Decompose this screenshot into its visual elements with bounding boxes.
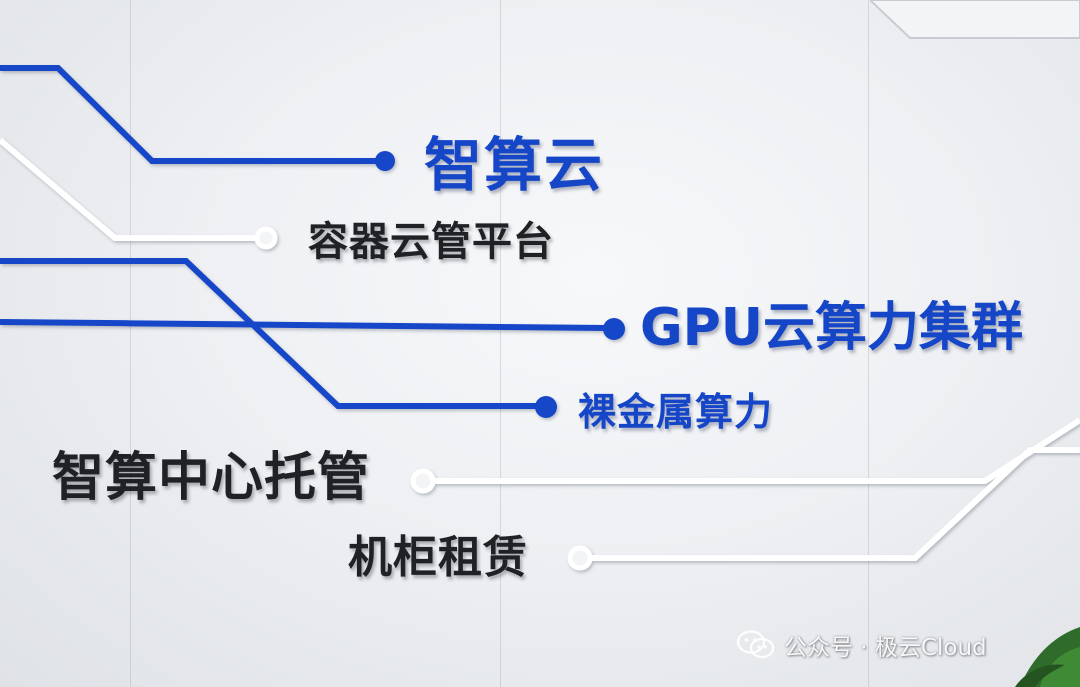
label-container-platform: 容器云管平台 <box>308 219 554 265</box>
label-datacenter-hosting: 智算中心托管 <box>52 448 371 508</box>
wechat-icon <box>736 630 775 659</box>
blue-node-baremetal <box>535 396 557 418</box>
label-compute-cloud: 智算云 <box>424 131 605 199</box>
white-trace-hosting <box>432 417 1080 484</box>
plant-leaves <box>1015 627 1080 687</box>
blue-trace-compute-cloud <box>0 65 378 164</box>
white-trace-cabinet <box>590 447 1080 561</box>
wall-panel-seam <box>130 0 131 687</box>
blue-node-compute-cloud <box>375 151 395 171</box>
watermark-text: 公众号 · 极云Cloud <box>784 635 987 661</box>
blue-node-gpu <box>603 318 625 340</box>
blue-trace-gpu <box>0 319 607 331</box>
white-node-hosting <box>410 468 436 494</box>
label-bare-metal: 裸金属算力 <box>578 390 774 434</box>
white-node-container <box>254 226 278 250</box>
watermark: 公众号 · 极云Cloud <box>736 628 987 662</box>
label-cabinet-rental: 机柜租赁 <box>348 532 528 583</box>
label-gpu-cluster: GPU云算力集群 <box>640 298 1024 358</box>
white-traces <box>0 137 1080 571</box>
top-frame-edge <box>870 0 1080 39</box>
wall-panel-seam <box>500 0 501 687</box>
blue-trace-baremetal <box>0 258 538 409</box>
white-node-cabinet <box>567 545 593 571</box>
white-trace-container <box>0 137 258 241</box>
blue-traces <box>0 65 625 418</box>
wall-panel-seam <box>868 0 869 687</box>
